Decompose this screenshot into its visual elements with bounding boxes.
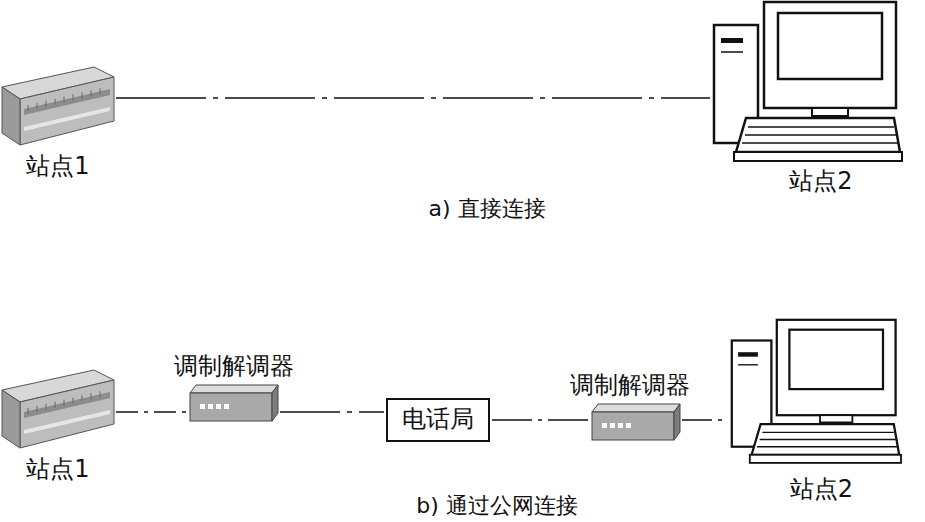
connection-line <box>682 419 728 421</box>
node-label: 电话局 <box>402 406 474 434</box>
device-node: 调制解调器 <box>592 404 680 440</box>
device-node: 调制解调器 <box>190 385 278 421</box>
device-node: 站点2 <box>730 318 901 468</box>
caption: b) 通过公网连接 <box>416 494 578 518</box>
plc-icon <box>2 370 114 448</box>
exchange-box: 电话局 <box>386 398 490 442</box>
device-node: 站点1 <box>2 368 114 448</box>
connection-line <box>280 411 384 413</box>
device-node: 站点1 <box>2 65 114 145</box>
node-label: 站点1 <box>26 456 89 484</box>
connection-line <box>116 97 710 99</box>
caption: a) 直接连接 <box>428 197 545 221</box>
node-label: 调制解调器 <box>570 372 690 400</box>
plc-icon <box>2 67 114 145</box>
node-label: 站点2 <box>789 168 852 196</box>
connection-line <box>492 419 590 421</box>
connection-line <box>116 411 188 413</box>
modem-icon <box>592 404 680 440</box>
node-label: 站点2 <box>790 476 853 504</box>
node-label: 站点1 <box>26 153 89 181</box>
device-node: 站点2 <box>712 0 902 162</box>
computer-icon <box>714 2 902 161</box>
node-label: 调制解调器 <box>174 353 294 381</box>
modem-icon <box>190 385 278 421</box>
computer-icon <box>732 320 901 463</box>
